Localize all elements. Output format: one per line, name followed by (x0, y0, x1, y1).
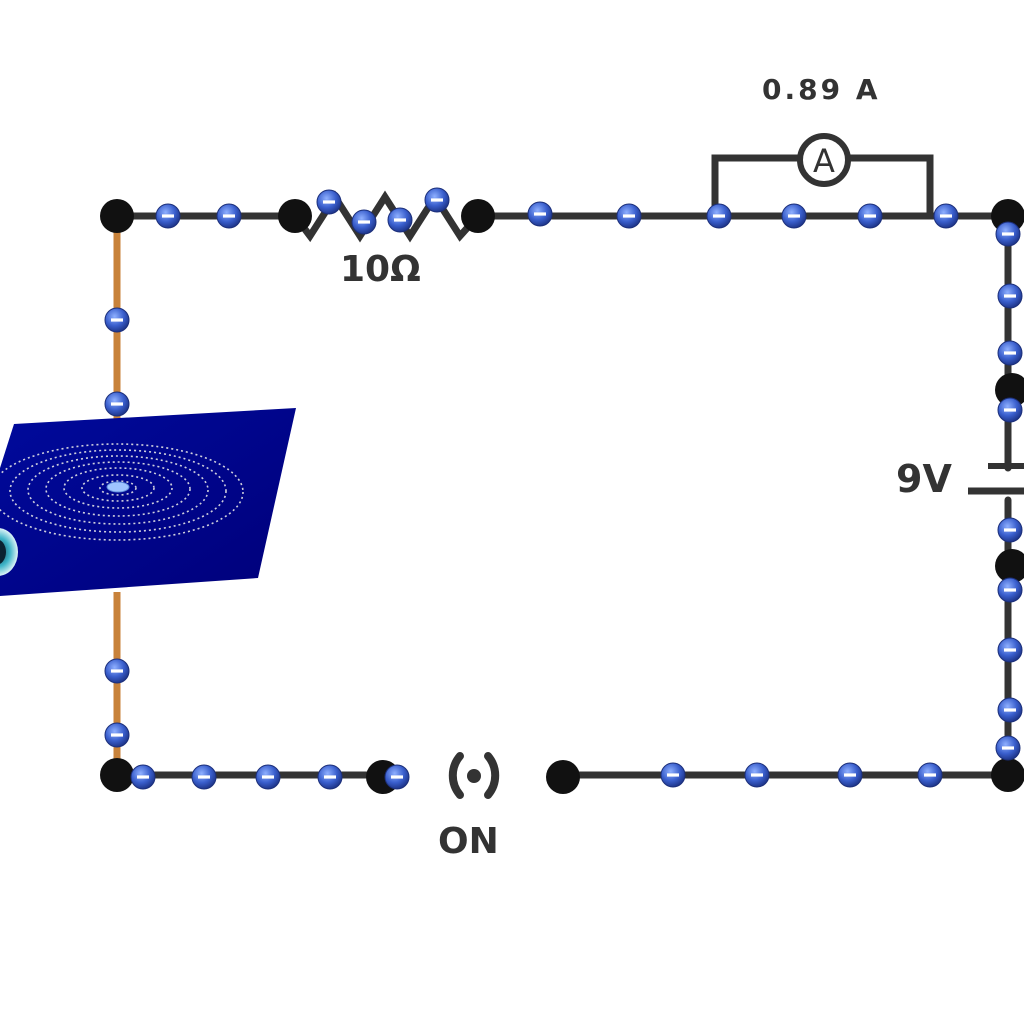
electron (997, 577, 1023, 603)
electron (155, 203, 181, 229)
electron (917, 762, 943, 788)
electron (660, 762, 686, 788)
junction-node (461, 199, 495, 233)
electron (997, 637, 1023, 663)
electron (104, 722, 130, 748)
electron (104, 391, 130, 417)
electron (857, 203, 883, 229)
switch-symbol[interactable] (448, 752, 500, 799)
ammeter-reading: 0.89 A (762, 73, 881, 106)
junction-node (100, 199, 134, 233)
electron (351, 209, 377, 235)
junction-node (991, 758, 1024, 792)
electrons (104, 187, 1023, 790)
electron (424, 187, 450, 213)
rod-entry-point (106, 481, 130, 493)
electron (997, 697, 1023, 723)
ammeter-loop-right (844, 154, 934, 220)
switch-state-label[interactable]: ON (438, 821, 499, 862)
ammeter-symbol: A (797, 133, 851, 187)
ammeter-symbol-letter: A (813, 142, 835, 180)
electron (933, 203, 959, 229)
junction-node (546, 760, 580, 794)
electron (997, 283, 1023, 309)
field-lines (0, 443, 244, 541)
electron (317, 764, 343, 790)
electron (781, 203, 807, 229)
junction-node (278, 199, 312, 233)
electron (191, 764, 217, 790)
battery-symbol (968, 463, 1024, 495)
electron (997, 340, 1023, 366)
electron (837, 762, 863, 788)
junction-node (995, 373, 1024, 407)
magnetic-field-plane (0, 408, 296, 596)
compass-indicator (0, 528, 18, 576)
resistor-label: 10Ω (340, 249, 421, 290)
ammeter-loop (711, 154, 804, 220)
junction-node (995, 549, 1024, 583)
resistor-zigzag (292, 190, 481, 243)
electron (997, 517, 1023, 543)
electron (316, 189, 342, 215)
electron (104, 658, 130, 684)
junction-node (100, 758, 134, 792)
junction-nodes (100, 199, 1024, 794)
electron (995, 735, 1021, 761)
electron (384, 764, 410, 790)
electron (216, 203, 242, 229)
electron (995, 221, 1021, 247)
electron (130, 764, 156, 790)
electron (527, 201, 553, 227)
electron (997, 397, 1023, 423)
battery-label: 9V (896, 457, 952, 501)
electron (706, 203, 732, 229)
electron (387, 207, 413, 233)
electron (744, 762, 770, 788)
electron (255, 764, 281, 790)
electron (104, 307, 130, 333)
electron (616, 203, 642, 229)
